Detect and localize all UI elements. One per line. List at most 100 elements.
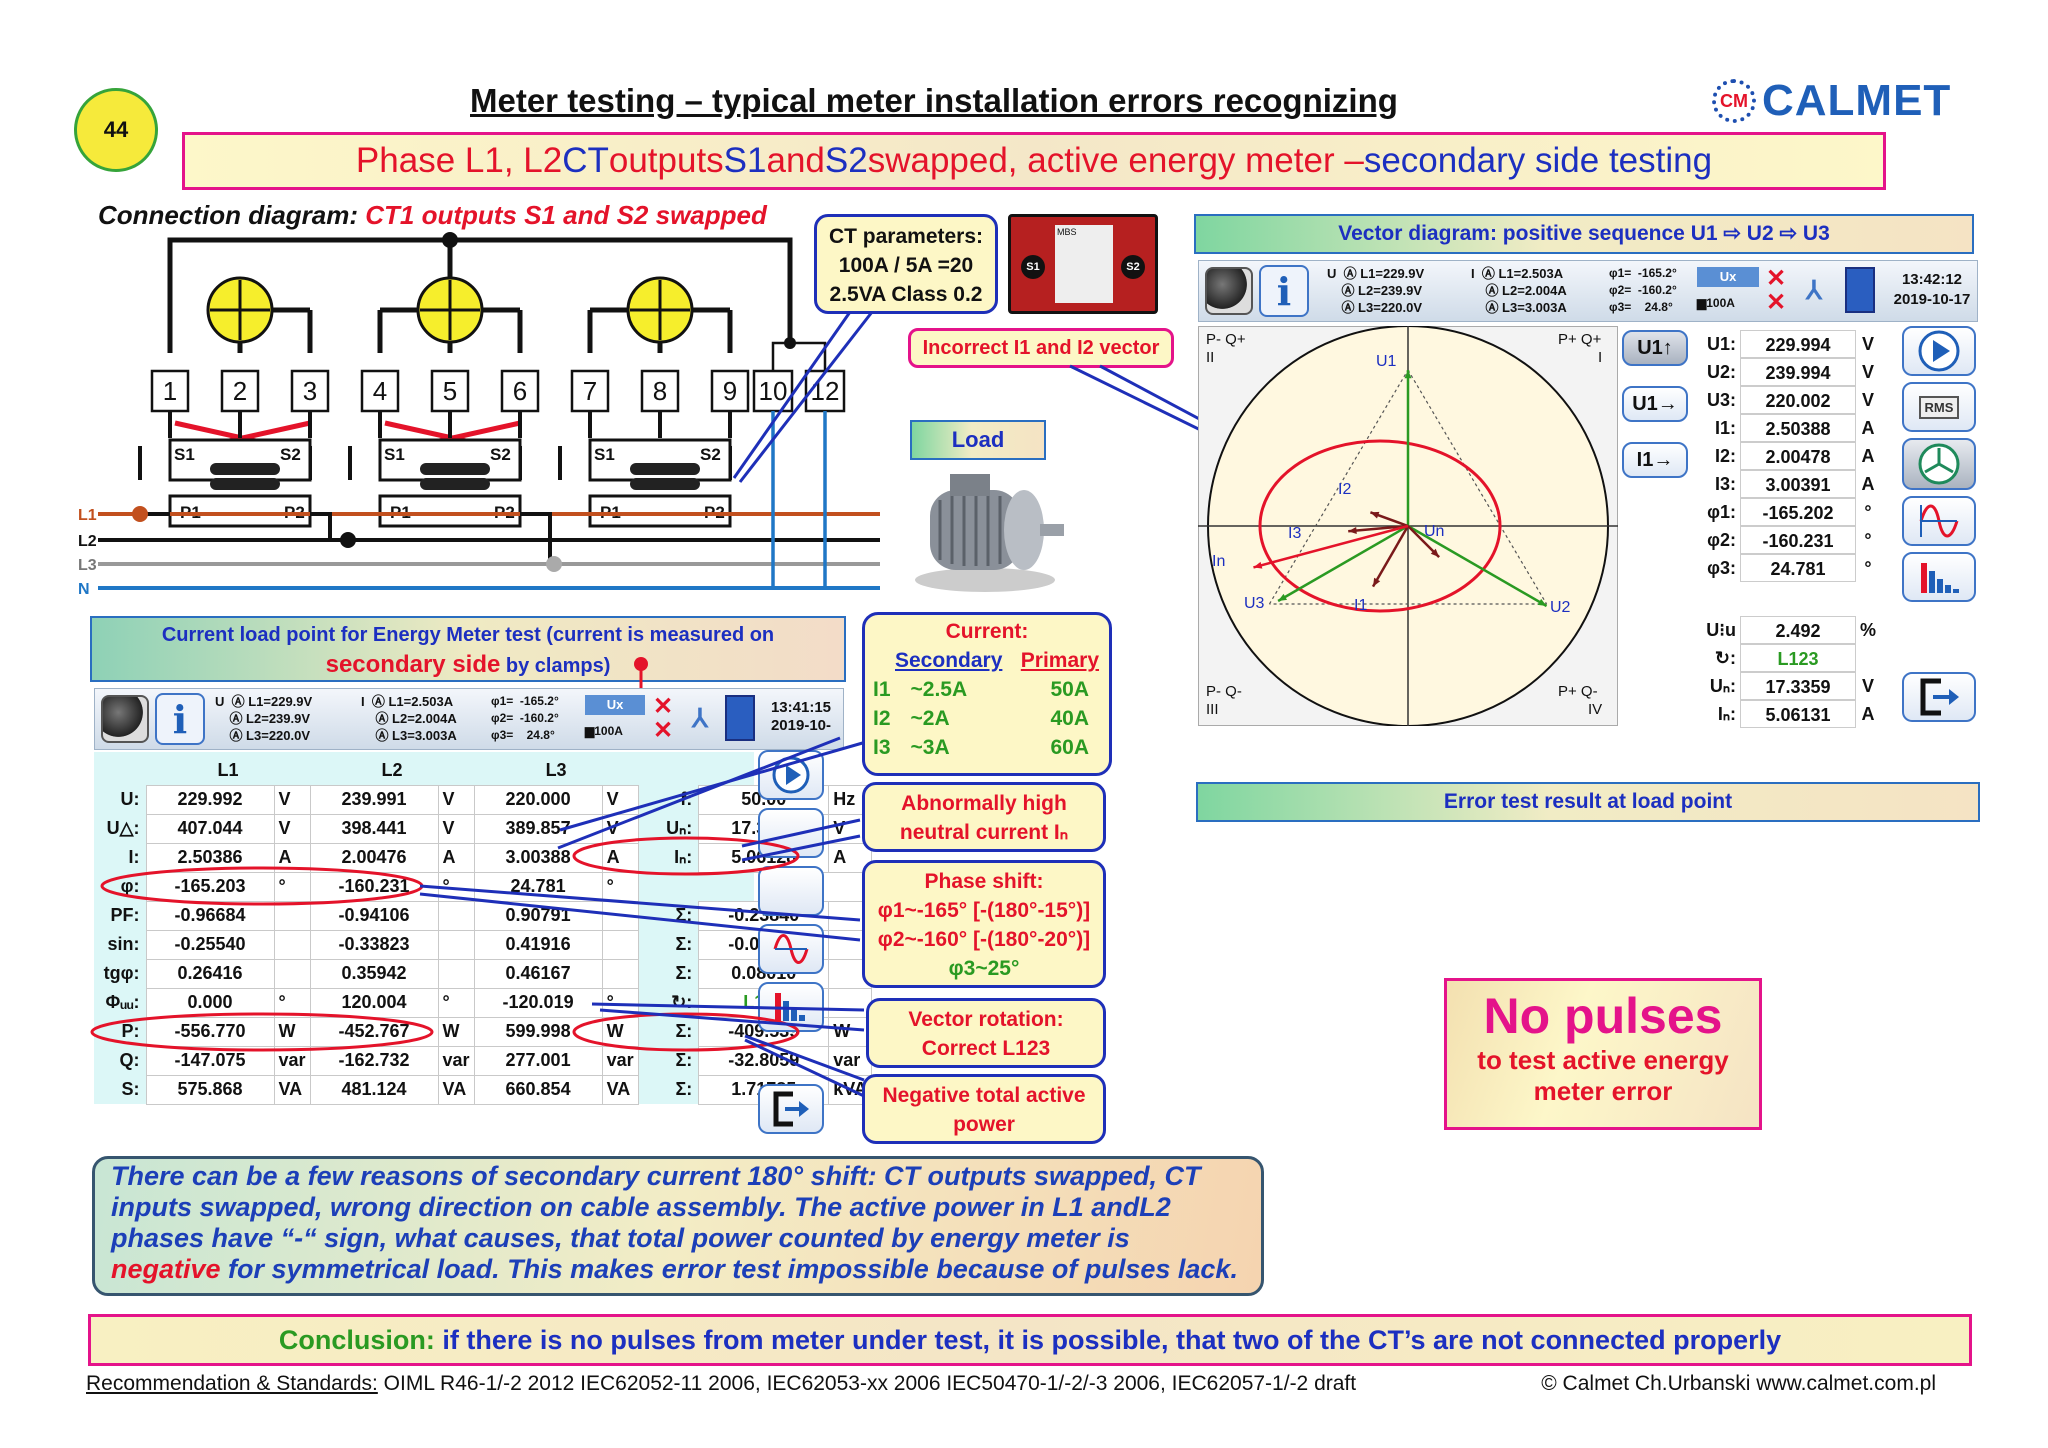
terminal-2: 2 bbox=[233, 376, 247, 406]
play-button[interactable] bbox=[1902, 326, 1976, 376]
cell-unit bbox=[601, 958, 639, 989]
reading-value: 17.3359 bbox=[1740, 672, 1856, 700]
table-exit-button[interactable] bbox=[758, 1084, 824, 1134]
reading-label: Iₙ: bbox=[1717, 704, 1736, 724]
conclusion-text: if there is no pulses from meter under t… bbox=[434, 1325, 1782, 1355]
reading-label: φ3: bbox=[1707, 558, 1736, 578]
cell-unit: V bbox=[273, 784, 311, 815]
table-hdr-i: I Ⓐ L1=2.503A Ⓐ L2=2.004A Ⓐ L3=3.003A bbox=[361, 694, 457, 743]
sum-label: f: bbox=[680, 789, 693, 809]
cell-value: 660.854 bbox=[473, 1074, 603, 1105]
rotation-l123: L123 bbox=[1002, 1037, 1051, 1060]
table-harmonics-button[interactable] bbox=[758, 982, 824, 1032]
subtitle-part4: S1 bbox=[723, 141, 767, 180]
row-label: Q: bbox=[119, 1050, 140, 1070]
neutral-line2: neutral current Iₙ bbox=[899, 821, 1069, 844]
terminal-4: 4 bbox=[373, 376, 387, 406]
cell-value: 239.991 bbox=[309, 784, 439, 815]
u1-up-label: U1↑ bbox=[1637, 336, 1673, 359]
rms-button[interactable]: RMS bbox=[1902, 382, 1976, 432]
vector-title-bar: Vector diagram: positive sequence U1 ⇨ U… bbox=[1194, 214, 1974, 254]
table-ux-text: Ux bbox=[606, 697, 624, 712]
reading-label: U⁝u bbox=[1706, 620, 1736, 640]
harmonics-button[interactable] bbox=[1902, 552, 1976, 602]
ct-params-line1: CT parameters: bbox=[828, 225, 984, 248]
cell-value: 220.000 bbox=[473, 784, 603, 815]
no-pulses-title: No pulses bbox=[1483, 988, 1723, 1044]
page-number-badge: 44 bbox=[74, 88, 158, 172]
current-primary: 50A bbox=[1050, 678, 1089, 701]
contrast-icon[interactable] bbox=[1205, 267, 1253, 315]
cell-value: 389.857 bbox=[473, 813, 603, 844]
current-secondary: ~2.5A bbox=[910, 678, 968, 701]
ct2-s1: S1 bbox=[384, 445, 405, 464]
current-phase: I1 bbox=[873, 678, 891, 701]
neutral-callout: Abnormally high neutral current Iₙ bbox=[862, 782, 1106, 852]
no-pulses-box: No pulses to test active energy meter er… bbox=[1444, 978, 1762, 1130]
sum-label: Σ: bbox=[675, 934, 693, 954]
ct-params-line3: 2.5VA Class 0.2 bbox=[829, 283, 983, 306]
cell-unit: V bbox=[437, 813, 475, 844]
logo-mark: CM bbox=[1712, 79, 1756, 123]
line-l1: L1 bbox=[78, 507, 97, 524]
cell-value: 481.124 bbox=[309, 1074, 439, 1105]
table-waveform-button[interactable] bbox=[758, 924, 824, 974]
cell-unit: V bbox=[437, 784, 475, 815]
reading-unit: ° bbox=[1864, 558, 1872, 578]
row-label: φ: bbox=[120, 876, 140, 896]
i1-right-button[interactable]: I1→ bbox=[1622, 442, 1688, 478]
reading-value: 2.492 bbox=[1740, 616, 1856, 644]
ct1-s2: S2 bbox=[280, 445, 301, 464]
cell-unit bbox=[273, 958, 311, 989]
current-load-line1: Current load point for Energy Meter test… bbox=[161, 624, 775, 646]
cell-unit: var bbox=[273, 1045, 311, 1076]
cell-value: -0.96684 bbox=[145, 900, 275, 931]
vector-title: Vector diagram: positive sequence U1 ⇨ U… bbox=[1338, 222, 1830, 245]
waveform-button[interactable] bbox=[1902, 496, 1976, 546]
cell-unit: V bbox=[273, 813, 311, 844]
sum-label: Uₙ: bbox=[666, 818, 693, 838]
vector-reading-row: φ3:24.781° bbox=[1694, 554, 1884, 582]
cell-value: -556.770 bbox=[145, 1016, 275, 1047]
neutral-line1: Abnormally high bbox=[901, 792, 1067, 815]
table-rms-button[interactable] bbox=[758, 808, 824, 858]
col-header-l2: L2 bbox=[381, 759, 403, 780]
ct-params-line2: 100A / 5A =20 bbox=[838, 254, 974, 277]
u1-up-button[interactable]: U1↑ bbox=[1622, 330, 1688, 366]
measurement-table: L1L2L3U:229.992V239.991V220.000Vf:50.00H… bbox=[98, 756, 872, 1105]
u1-right-label: U1→ bbox=[1632, 392, 1678, 415]
vector-view-button[interactable] bbox=[1902, 438, 1976, 490]
row-label: Φᵤᵤ: bbox=[105, 992, 140, 1012]
negative-line2: power bbox=[953, 1113, 1015, 1136]
reading-value: -160.231 bbox=[1740, 526, 1856, 554]
u3-vector-head bbox=[1278, 593, 1288, 601]
reading-value: 229.994 bbox=[1740, 330, 1856, 358]
cell-value: 0.26416 bbox=[145, 958, 275, 989]
table-info-icon[interactable]: i bbox=[155, 693, 205, 745]
table-contrast-icon[interactable] bbox=[101, 695, 149, 743]
rotation-correct: Correct bbox=[921, 1037, 1003, 1060]
calmet-logo: CM CALMET bbox=[1712, 76, 1956, 126]
reading-unit: A bbox=[1861, 704, 1875, 724]
explanation-box: There can be a few reasons of secondary … bbox=[92, 1156, 1264, 1296]
table-star-icon: ⅄ bbox=[692, 703, 708, 733]
reading-unit: % bbox=[1859, 620, 1876, 640]
i1-vector-label: I1 bbox=[1354, 597, 1367, 614]
info-icon[interactable]: i bbox=[1259, 265, 1309, 317]
page-number: 44 bbox=[103, 117, 129, 142]
exit-button[interactable] bbox=[1902, 672, 1976, 722]
table-play-button[interactable] bbox=[758, 750, 824, 800]
u1-right-button[interactable]: U1→ bbox=[1622, 386, 1688, 422]
row-label: P: bbox=[121, 1021, 140, 1041]
reading-label: I1: bbox=[1714, 418, 1736, 438]
current-primary: 40A bbox=[1050, 707, 1089, 730]
table-ux-tag: Ux bbox=[585, 695, 645, 715]
table-vector-button[interactable] bbox=[758, 866, 824, 916]
i1-right-label: I1→ bbox=[1636, 448, 1674, 471]
current-secondary-header: Secondary bbox=[895, 649, 1003, 672]
reading-value: -165.202 bbox=[1740, 498, 1856, 526]
